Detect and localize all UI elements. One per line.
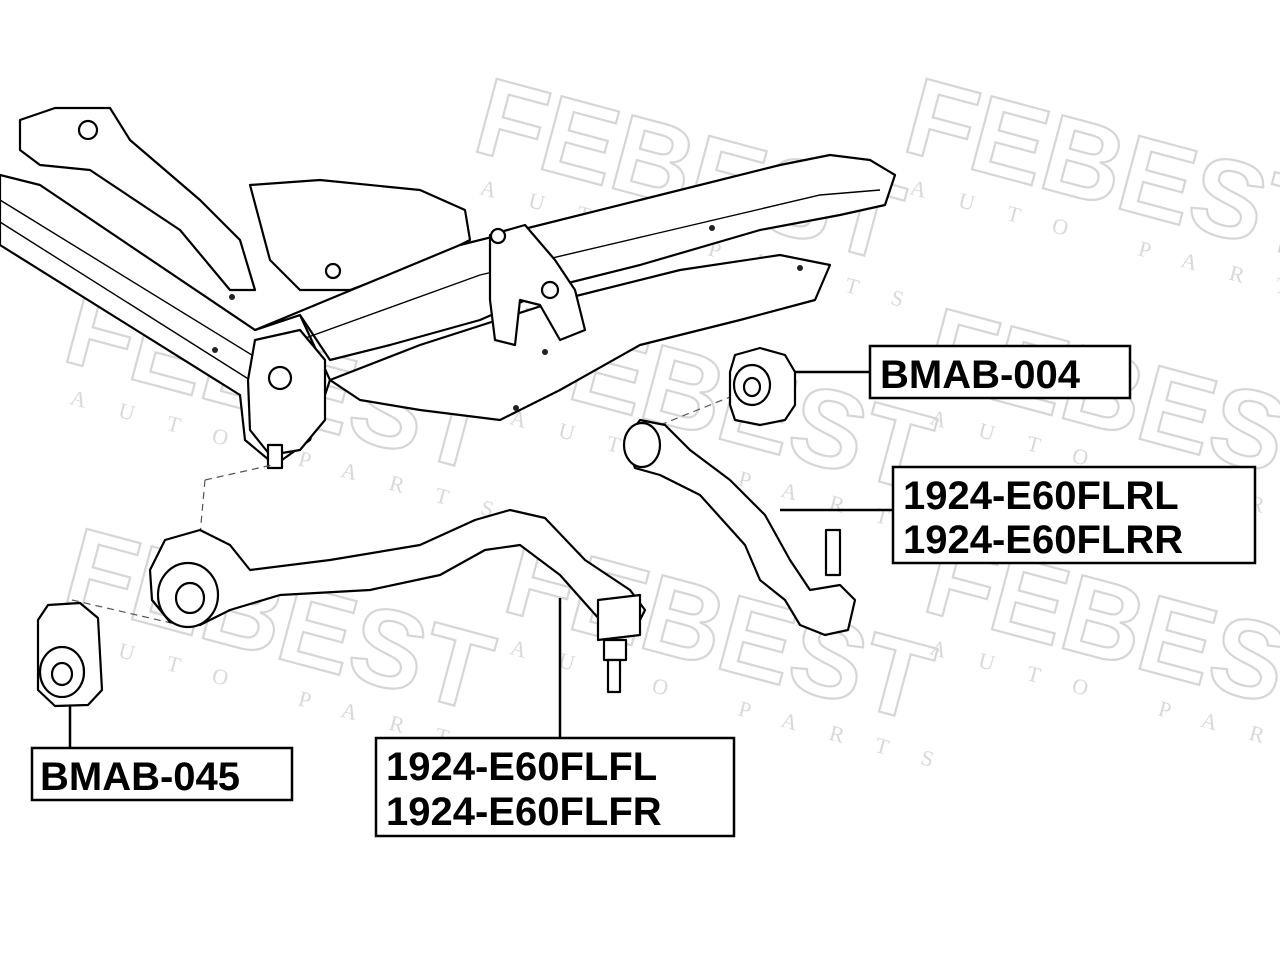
subframe-floor-plate (328, 253, 832, 422)
assembly-line (204, 464, 273, 481)
bolt-hole (77, 119, 99, 141)
front-control-arm (148, 508, 647, 694)
rivet (212, 347, 218, 353)
rivet (513, 405, 519, 411)
ball-joint-housing (596, 593, 642, 642)
assembly-line (199, 479, 206, 536)
rear-control-arm (622, 418, 857, 637)
rivet (709, 225, 715, 231)
subframe-drawing (0, 106, 897, 470)
rear-ball-joint-stud (824, 528, 842, 577)
part-number: 1924-E60FLRR (903, 518, 1183, 562)
part-number: 1924-E60FLFR (386, 790, 662, 834)
ball-joint-boot (602, 638, 628, 662)
rear-arm-eye (622, 421, 662, 469)
label-box (891, 465, 1257, 565)
label-box (868, 344, 1132, 400)
subframe-left-node (246, 328, 327, 457)
bolt-hole (324, 262, 342, 280)
mount-stud (266, 443, 284, 470)
part-number: BMAB-045 (40, 755, 240, 799)
bushing-hole (267, 365, 293, 391)
assembly-line (71, 599, 181, 626)
front-arm-bushing-core (174, 581, 206, 615)
bushing-bmab-004 (728, 346, 797, 427)
label-bmab-004: BMAB-004 (868, 344, 1132, 400)
rear-control-arm-body (623, 418, 857, 637)
label-box (30, 746, 294, 802)
assembly-line (659, 394, 736, 426)
bolt-hole (489, 227, 507, 245)
part-number: 1924-E60FLFL (386, 745, 657, 789)
bushing-core (742, 376, 762, 398)
watermark-group: FEBEST AUTO PARTS FEBEST AUTO PARTS FEBE… (53, 53, 1280, 780)
label-1924-e60flfl: 1924-E60FLFL 1924-E60FLFR (374, 736, 736, 838)
subframe-main-rail (253, 153, 897, 362)
label-1924-e60flrl: 1924-E60FLRL 1924-E60FLRR (891, 465, 1257, 565)
bushing-bmab-045 (36, 601, 104, 708)
control-arm-bracket (488, 223, 587, 347)
watermark-2: FEBEST AUTO PARTS (893, 53, 1280, 320)
ball-joint-stud (606, 658, 622, 694)
rivet (229, 294, 235, 300)
bushing-core (50, 661, 74, 687)
rivet (797, 265, 803, 271)
part-number: 1924-E60FLRL (903, 474, 1179, 518)
watermark-brand: FEBEST (894, 54, 1280, 285)
label-box (374, 736, 736, 838)
subframe-left-bracket (18, 106, 257, 292)
label-bmab-045: BMAB-045 (30, 746, 294, 802)
bolt-hole (540, 280, 560, 300)
rivet (542, 349, 548, 355)
part-number: BMAB-004 (880, 353, 1081, 397)
